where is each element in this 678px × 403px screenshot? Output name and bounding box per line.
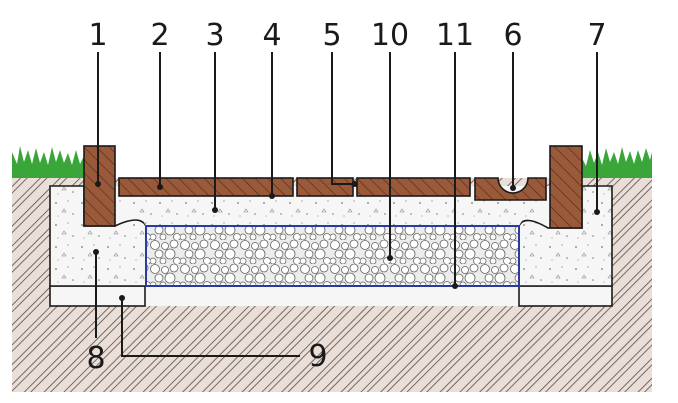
- label-9: 9: [308, 339, 327, 374]
- concrete-footing-right: [518, 285, 613, 307]
- paving-slab-3: [356, 177, 471, 197]
- leader-dots: [93, 181, 600, 301]
- label-3: 3: [205, 18, 224, 53]
- grass-left: [12, 146, 84, 178]
- label-7: 7: [587, 18, 606, 53]
- label-5: 5: [322, 18, 341, 53]
- label-8: 8: [86, 341, 105, 376]
- label-10: 10: [371, 18, 409, 53]
- concrete-footing-left: [49, 285, 146, 307]
- leader-lines: [95, 52, 598, 357]
- curb-right: [549, 145, 583, 229]
- label-1: 1: [88, 18, 107, 53]
- label-2: 2: [150, 18, 169, 53]
- label-4: 4: [262, 18, 281, 53]
- drainage-gutter: [474, 177, 547, 201]
- grass-right: [582, 147, 652, 178]
- label-11: 11: [436, 18, 474, 53]
- label-6: 6: [503, 18, 522, 53]
- bedding-layer: [115, 196, 548, 226]
- gravel-base: [146, 226, 519, 286]
- geotextile-membrane: [145, 225, 520, 287]
- paving-slab-2: [296, 177, 354, 197]
- paving-slab-1: [118, 177, 294, 197]
